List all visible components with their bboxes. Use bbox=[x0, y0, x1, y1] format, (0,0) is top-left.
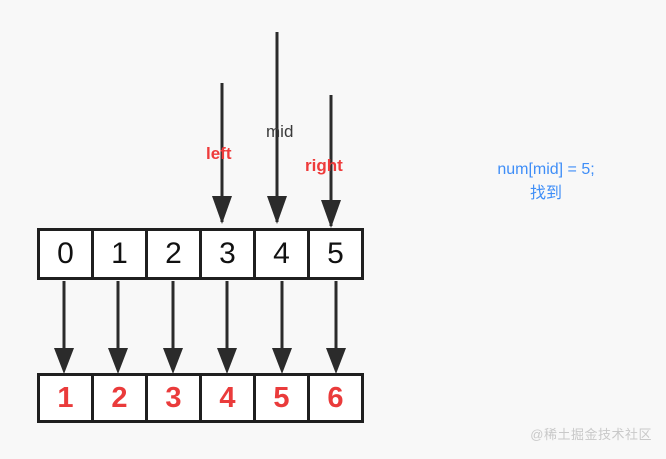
pointer-arrow-left bbox=[212, 83, 232, 224]
value-cell-3: 4 bbox=[202, 376, 256, 420]
value-cell-5: 6 bbox=[310, 376, 361, 420]
connector-arrow-0 bbox=[54, 281, 74, 374]
pointer-label-right: right bbox=[305, 156, 343, 175]
index-cell-5: 5 bbox=[310, 231, 361, 277]
value-cell-4: 5 bbox=[256, 376, 310, 420]
value-cell-1: 2 bbox=[94, 376, 148, 420]
value-cell-2: 3 bbox=[148, 376, 202, 420]
connector-arrow-4 bbox=[272, 281, 292, 374]
side-note-expression: num[mid] = 5; bbox=[497, 161, 595, 178]
pointer-arrow-mid bbox=[267, 32, 287, 224]
connector-arrow-5 bbox=[326, 281, 346, 374]
index-array: 0 1 2 3 4 5 bbox=[37, 228, 364, 280]
index-cell-0: 0 bbox=[40, 231, 94, 277]
pointer-arrow-right bbox=[321, 95, 341, 228]
index-cell-1: 1 bbox=[94, 231, 148, 277]
connector-arrow-1 bbox=[108, 281, 128, 374]
side-note: num[mid] = 5; 找到 bbox=[446, 158, 646, 206]
pointer-label-left: left bbox=[206, 144, 232, 163]
index-cell-3: 3 bbox=[202, 231, 256, 277]
side-note-result: 找到 bbox=[529, 185, 562, 202]
connector-arrow-2 bbox=[163, 281, 183, 374]
index-cell-4: 4 bbox=[256, 231, 310, 277]
connector-arrow-3 bbox=[217, 281, 237, 374]
value-array: 1 2 3 4 5 6 bbox=[37, 373, 364, 423]
watermark: @稀土掘金技术社区 bbox=[530, 427, 652, 442]
pointer-label-mid: mid bbox=[266, 122, 294, 141]
value-cell-0: 1 bbox=[40, 376, 94, 420]
index-cell-2: 2 bbox=[148, 231, 202, 277]
